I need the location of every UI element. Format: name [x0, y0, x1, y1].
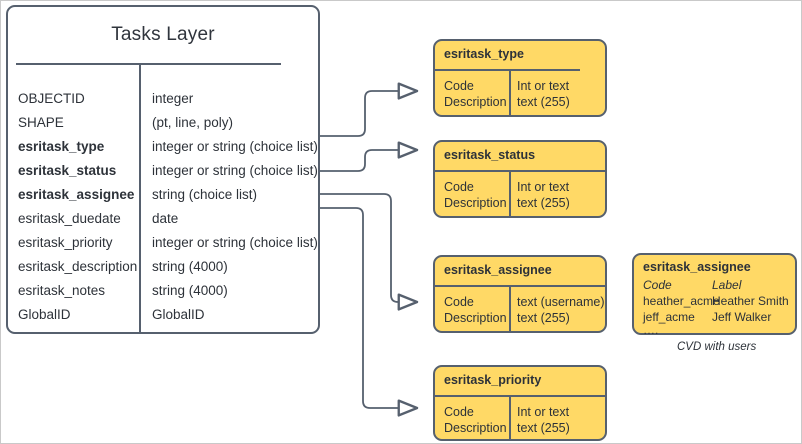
domain-column-divider	[509, 170, 511, 218]
domain-box-esritask-assignee[interactable]: esritask_assignee Code Description text …	[433, 255, 607, 333]
domain-header-divider	[435, 285, 605, 287]
connector-assignee	[320, 193, 419, 311]
entity-column-divider	[139, 65, 141, 334]
domain-title: esritask_type	[444, 47, 524, 61]
cvd-title: esritask_assignee	[643, 260, 751, 274]
domain-row-value: text (255)	[517, 196, 570, 210]
field-type: integer or string (choice list)	[152, 235, 318, 250]
domain-row-label: Description	[444, 311, 507, 325]
field-name: esritask_type	[18, 139, 105, 154]
domain-row-value: text (255)	[517, 311, 570, 325]
field-name: esritask_priority	[18, 235, 113, 250]
field-name: SHAPE	[18, 115, 64, 130]
field-name: esritask_duedate	[18, 211, 121, 226]
field-type: integer	[152, 91, 194, 106]
domain-title: esritask_assignee	[444, 263, 552, 277]
field-type: string (choice list)	[152, 187, 258, 202]
connector-priority	[320, 207, 419, 417]
field-name: esritask_status	[18, 163, 117, 178]
domain-row-value: text (255)	[517, 95, 570, 109]
field-name: esritask_description	[18, 259, 138, 274]
entity-title: Tasks Layer	[111, 24, 215, 45]
field-type: GlobalID	[152, 307, 205, 322]
cvd-row-code: heather_acme	[643, 294, 720, 308]
domain-header-divider	[435, 69, 580, 71]
domain-box-esritask-type[interactable]: esritask_type Code Description Int or te…	[433, 39, 607, 117]
domain-title: esritask_status	[444, 148, 536, 162]
field-type: (pt, line, poly)	[152, 115, 234, 130]
domain-row-label: Description	[444, 95, 507, 109]
domain-box-esritask-status[interactable]: esritask_status Code Description Int or …	[433, 140, 607, 218]
field-name: OBJECTID	[18, 91, 85, 106]
cvd-caption: CVD with users	[677, 341, 757, 353]
domain-row-label: Code	[444, 405, 474, 419]
domain-title: esritask_priority	[444, 373, 542, 387]
connector-type	[320, 82, 419, 137]
domain-box-esritask-priority[interactable]: esritask_priority Code Description Int o…	[433, 365, 607, 441]
domain-row-value: text (username)	[517, 295, 605, 309]
domain-header-divider	[435, 395, 605, 397]
domain-column-divider	[509, 395, 511, 441]
domain-column-divider	[509, 285, 511, 333]
cvd-row-label: Jeff Walker	[712, 310, 772, 324]
cvd-header-label: Label	[712, 278, 742, 292]
domain-row-label: Description	[444, 196, 507, 210]
field-type: string (4000)	[152, 283, 228, 298]
domain-row-value: text (255)	[517, 421, 570, 435]
field-name: esritask_notes	[18, 283, 106, 298]
cvd-row-code: jeff_acme	[643, 310, 695, 324]
domain-row-label: Code	[444, 180, 474, 194]
domain-column-divider	[509, 69, 511, 117]
domain-row-label: Code	[444, 79, 474, 93]
field-name: GlobalID	[18, 307, 71, 322]
cvd-row-ellipsis: ….	[643, 323, 659, 337]
entity-header-divider	[16, 63, 281, 65]
tasks-layer-entity[interactable]: Tasks Layer OBJECTID integer SHAPE (pt, …	[6, 5, 320, 334]
domain-row-label: Code	[444, 295, 474, 309]
cvd-row-label: Heather Smith	[712, 294, 789, 308]
domain-row-value: Int or text	[517, 405, 570, 419]
domain-row-label: Description	[444, 421, 507, 435]
field-type: date	[152, 211, 179, 226]
domain-row-value: Int or text	[517, 180, 570, 194]
field-type: integer or string (choice list)	[152, 139, 318, 154]
domain-header-divider	[435, 170, 605, 172]
cvd-users-box[interactable]: esritask_assignee Code Label heather_acm…	[632, 253, 797, 337]
field-type: string (4000)	[152, 259, 228, 274]
field-name: esritask_assignee	[18, 187, 135, 202]
field-type: integer or string (choice list)	[152, 163, 318, 178]
cvd-header-code: Code	[643, 278, 672, 292]
domain-row-value: Int or text	[517, 79, 570, 93]
connector-status	[320, 141, 419, 172]
